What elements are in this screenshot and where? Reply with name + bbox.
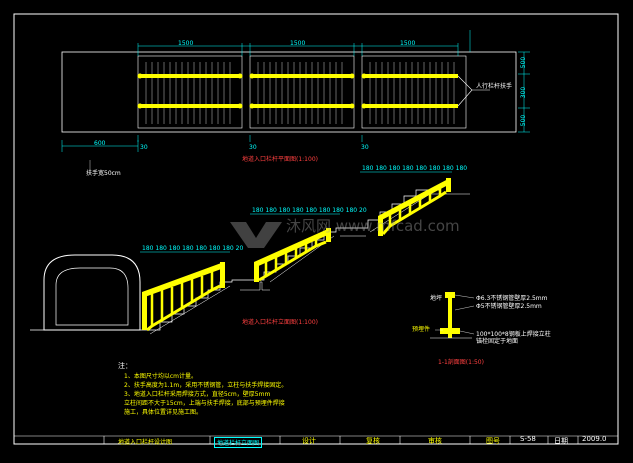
detail-note-3: 100*100*8钢板上焊接立柱	[476, 331, 551, 338]
handrail-lower	[142, 262, 225, 332]
plan-right-dim-3: 500	[520, 114, 528, 127]
tb-reviewer: 审核	[428, 437, 442, 445]
plan-title: 地道入口栏杆平面图(1:100)	[242, 156, 318, 163]
plan-right-dim-1: 500	[520, 56, 528, 69]
plan-outline	[61, 51, 517, 133]
tb-drawing: 地道栏杆立面图	[214, 437, 263, 448]
plan-right-dim-2: 300	[520, 86, 528, 99]
handrail-upper	[378, 178, 451, 236]
notes-line-5: 施工，具体位置详见施工图。	[124, 409, 203, 416]
notes-line-3: 3、地道入口栏杆采用焊接方式，直径5cm，壁厚5mm	[124, 391, 271, 398]
watermark-text: 沐风网 www.mfcad.com	[286, 217, 460, 235]
stair-section-1	[137, 55, 243, 129]
stair-section-3	[361, 55, 467, 129]
plan-left-dim: 600	[94, 140, 106, 147]
drawing-frame	[13, 13, 619, 445]
elev-dims-lower: 180 180 180 180 180 180 180 20	[142, 245, 244, 252]
plan-top-dim-1: 1500	[178, 40, 194, 47]
tb-sheet-label: 图号	[486, 437, 500, 445]
plan-view	[61, 30, 530, 172]
plan-bottom-dim-2: 30	[249, 144, 257, 151]
tb-date: 2009.0	[582, 435, 607, 443]
plan-label-right: 人行栏杆扶手	[476, 83, 513, 90]
plan-bottom-dim-1: 30	[140, 144, 148, 151]
detail-section	[430, 292, 475, 339]
watermark-logo	[230, 222, 282, 248]
elev-dims-mid: 180 180 180 180 180 180 180 180 20	[252, 207, 367, 214]
elev-dims-upper: 180 180 180 180 180 180 180 180	[362, 165, 468, 172]
tb-designer: 设计	[302, 437, 316, 445]
plan-bottom-dim-3: 30	[361, 144, 369, 151]
plan-scale-note: 扶手宽50cm	[86, 170, 121, 177]
detail-note-4: 锚栓固定于地面	[476, 338, 519, 345]
detail-title: 1-1剖面图(1:50)	[438, 359, 484, 366]
title-block	[14, 435, 618, 444]
notes-line-2: 2、扶手高度为1.1m，采用不锈钢管，立柱与扶手焊接固定。	[124, 382, 288, 389]
tb-checker: 复核	[366, 437, 380, 445]
tb-sheet-no: S-58	[520, 435, 536, 443]
notes-line-1: 1、本图尺寸均以cm计量。	[124, 373, 197, 380]
elevation-title: 地道入口栏杆立面图(1:100)	[242, 319, 318, 326]
tb-project: 地道入口栏杆设计图	[118, 439, 173, 446]
notes-line-4: 立柱间距不大于15cm，上端与扶手焊接，底部与预埋件焊接	[124, 400, 285, 407]
elevation-view	[30, 171, 470, 335]
detail-note-1: Φ6.3不锈钢管壁厚2.5mm	[476, 295, 548, 302]
tb-date-label: 日期	[554, 437, 568, 445]
tunnel-portal	[43, 254, 141, 331]
handrail-mid	[254, 228, 331, 282]
notes-heading: 注：	[118, 362, 132, 370]
stair-section-2	[249, 55, 355, 129]
detail-label-left: 地坪	[430, 295, 443, 302]
detail-label-embed: 预埋件	[412, 326, 431, 333]
plan-top-dim-2: 1500	[290, 40, 306, 47]
detail-note-2: Φ5不锈钢管壁厚2.5mm	[476, 303, 542, 310]
plan-top-dim-3: 1500	[400, 40, 416, 47]
